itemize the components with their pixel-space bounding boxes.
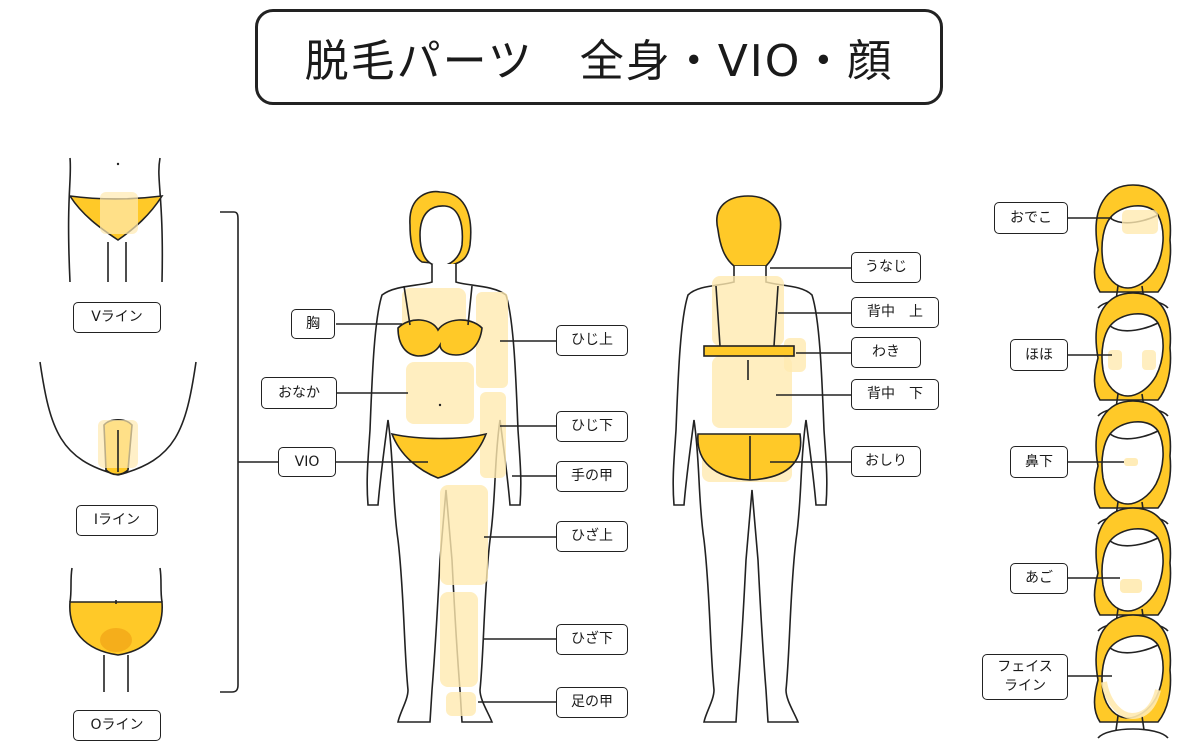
i-line-illustration: [39, 361, 197, 476]
leader-lines: [336, 217, 1124, 703]
face-line-illustration: [1093, 614, 1172, 739]
label-o-line: Oライン: [73, 710, 161, 741]
label-ago: あご: [1010, 563, 1068, 594]
page-title: 脱毛パーツ 全身・VIO・顔: [255, 9, 943, 105]
vio-bracket: [220, 211, 280, 693]
label-i-line: Iライン: [76, 505, 158, 536]
label-oshiri: おしり: [851, 446, 921, 477]
face-odeko-illustration: [1093, 184, 1172, 309]
label-hiza-shita: ひざ下: [556, 624, 628, 655]
label-unaji: うなじ: [851, 252, 921, 283]
label-hiji-shita: ひじ下: [556, 411, 628, 442]
v-line-illustration: [67, 157, 164, 283]
front-body-figure: [366, 190, 522, 723]
back-body-figure: [672, 195, 828, 723]
label-face-line: フェイス ライン: [982, 654, 1068, 700]
label-senaka-ue: 背中 上: [851, 297, 939, 328]
label-ashi-no-kou: 足の甲: [556, 687, 628, 718]
face-ago-illustration: [1093, 507, 1172, 632]
label-hoho: ほほ: [1010, 339, 1068, 371]
label-v-line: Vライン: [73, 302, 161, 333]
label-senaka-shita: 背中 下: [851, 379, 939, 410]
label-onaka: おなか: [261, 377, 337, 409]
label-hiji-ue: ひじ上: [556, 325, 628, 356]
label-hanashita: 鼻下: [1010, 446, 1068, 478]
face-hanashita-illustration: [1093, 400, 1172, 525]
label-vio: VIO: [278, 447, 336, 477]
label-waki: わき: [851, 337, 921, 368]
label-mune: 胸: [291, 309, 335, 339]
label-odeko: おでこ: [994, 202, 1068, 234]
label-hiza-ue: ひざ上: [556, 521, 628, 552]
o-line-illustration: [69, 567, 163, 692]
label-te-no-kou: 手の甲: [556, 461, 628, 492]
